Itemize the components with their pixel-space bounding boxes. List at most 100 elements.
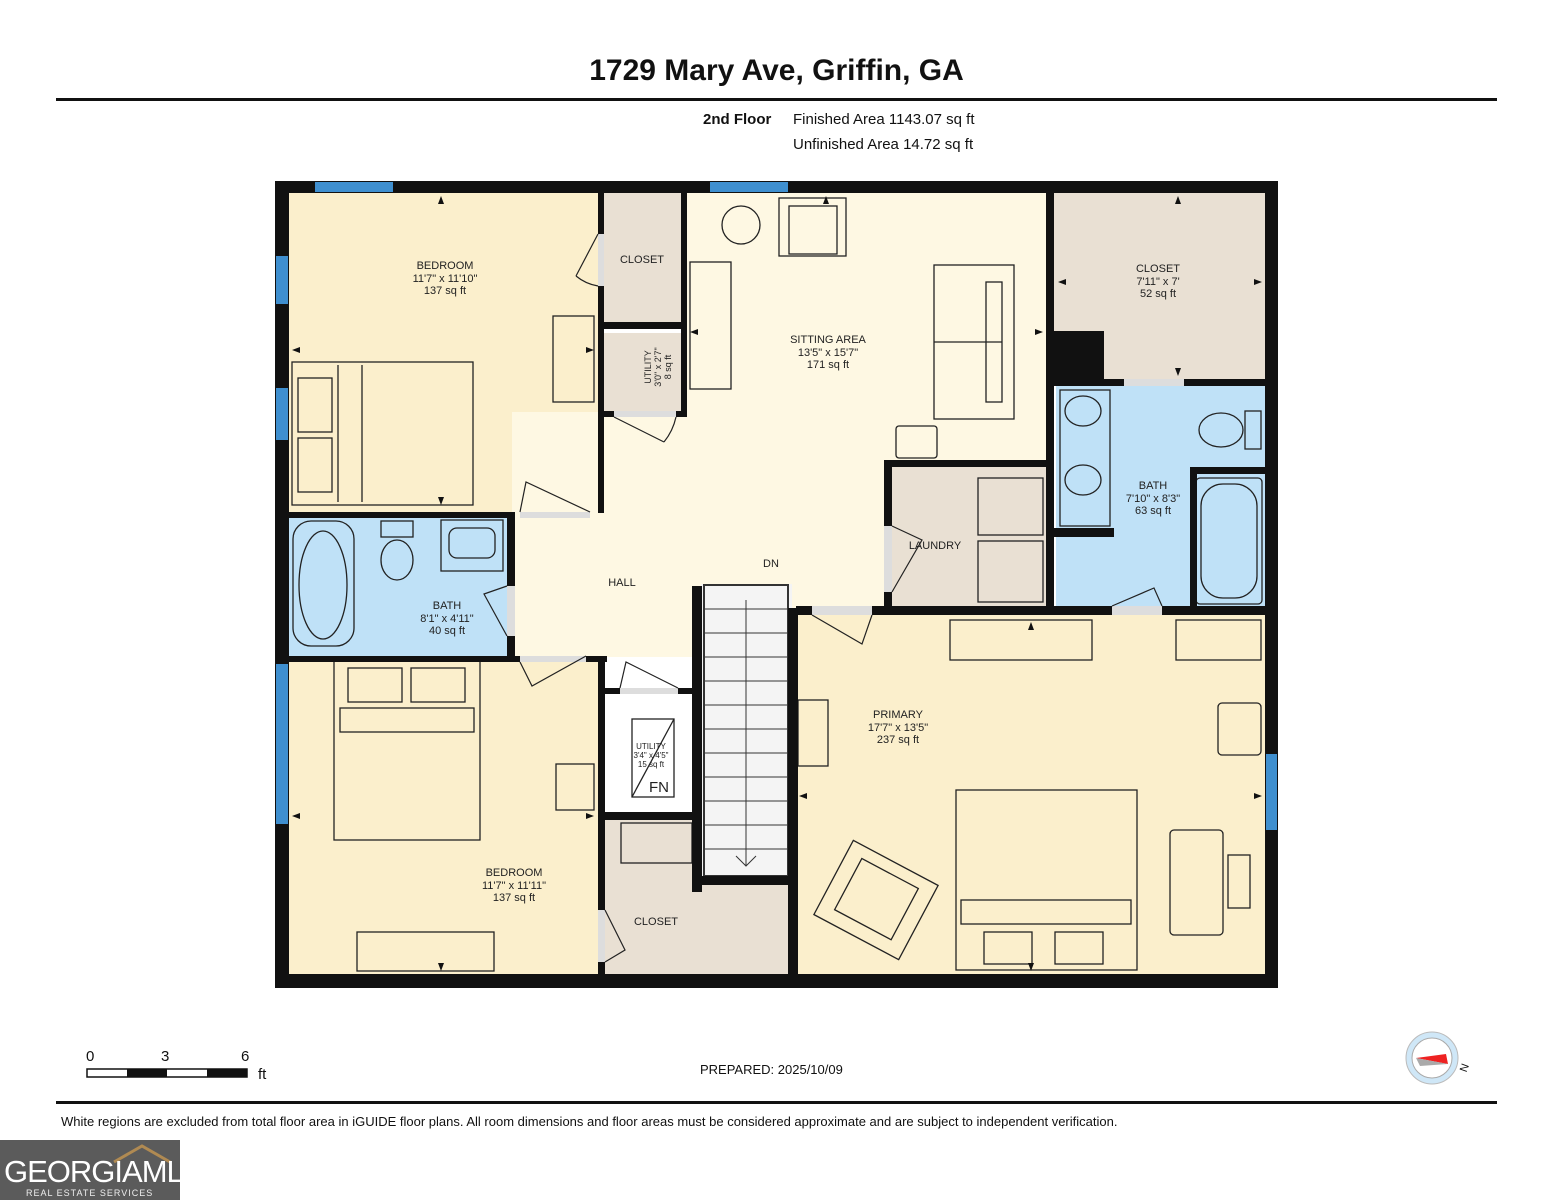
- room-area: 15 sq ft: [637, 760, 665, 769]
- room-name: CLOSET: [619, 254, 664, 266]
- nightstand-sw: [555, 763, 595, 811]
- furnace-label: FN: [649, 779, 669, 796]
- dresser-primary: [949, 619, 1093, 661]
- logo-subtext: REAL ESTATE SERVICES: [26, 1188, 154, 1198]
- room-label-bedroom-sw: BEDROOM 11'7" x 11'11" 137 sq ft: [454, 867, 574, 905]
- floor-name: 2nd Floor: [703, 111, 772, 128]
- room-name: BEDROOM: [416, 260, 474, 272]
- room-dims: 3'0" x 2'7": [653, 347, 663, 387]
- room-label-utility-mid: UTILITY 3'4" x 4'5" 15 sq ft: [613, 742, 689, 769]
- plan-title: 1729 Mary Ave, Griffin, GA: [589, 54, 964, 87]
- utility-mid-fill: [604, 694, 692, 812]
- room-name: UTILITY: [643, 350, 653, 384]
- compass-icon: [1405, 1031, 1459, 1085]
- vanity-e: [1059, 389, 1111, 527]
- room-name: BEDROOM: [485, 867, 543, 879]
- room-label-sitting: SITTING AREA 13'5" x 15'7" 171 sq ft: [768, 334, 888, 372]
- scale-tick-3: 3: [161, 1048, 170, 1065]
- room-label-utility-small: UTILITY 3'0" x 2'7" 8 sq ft: [643, 317, 673, 417]
- prepared-date: PREPARED: 2025/10/09: [700, 1062, 843, 1077]
- room-area: 237 sq ft: [876, 734, 920, 746]
- room-name: BATH: [432, 600, 462, 612]
- scale-tick-6: 6: [241, 1048, 250, 1065]
- room-area: 40 sq ft: [428, 625, 466, 637]
- furniture: [291, 197, 1263, 972]
- round-table: [721, 205, 761, 245]
- room-dims: 7'11" x 7': [1136, 275, 1180, 288]
- utility-small-fill: [603, 333, 681, 411]
- scale-tick-0: 0: [86, 1048, 95, 1065]
- room-name: UTILITY: [636, 742, 666, 751]
- room-name: SITTING AREA: [790, 334, 866, 346]
- chair-sitting: [778, 197, 847, 257]
- room-area: 52 sq ft: [1139, 288, 1177, 300]
- desk-primary: [1169, 829, 1224, 936]
- room-label-bath-e: BATH 7'10" x 8'3" 63 sq ft: [1103, 480, 1203, 518]
- room-name: BATH: [1138, 480, 1168, 492]
- room-name: LAUNDRY: [908, 540, 962, 552]
- room-name: CLOSET: [633, 916, 678, 928]
- room-dims: 8'1" x 4'11": [420, 612, 474, 625]
- armchair-primary: [813, 839, 939, 961]
- room-fills: [289, 193, 1265, 974]
- desk-nw: [552, 315, 595, 403]
- room-name: CLOSET: [1135, 263, 1180, 275]
- room-name: DN: [763, 558, 779, 570]
- room-label-closet-nw: CLOSET: [602, 254, 682, 267]
- header-rule: [56, 98, 1497, 101]
- ottoman: [895, 425, 938, 459]
- furnace-tag: FN: [638, 780, 680, 796]
- room-label-closet-s: CLOSET: [616, 916, 696, 929]
- dryer: [977, 540, 1044, 603]
- room-label-closet-ne: CLOSET 7'11" x 7' 52 sq ft: [1098, 263, 1218, 301]
- nightstand-primary: [1217, 702, 1262, 756]
- bedroom-sw-fill: [289, 660, 600, 974]
- footer-rule: [56, 1101, 1497, 1104]
- washer: [977, 477, 1044, 536]
- bath-e-fill: [1056, 386, 1265, 606]
- scale-unit: ft: [258, 1066, 267, 1083]
- primary-fill: [796, 614, 1265, 974]
- disclaimer: White regions are excluded from total fl…: [61, 1114, 1118, 1129]
- laundry-fill: [892, 467, 1046, 607]
- dresser-sw: [356, 931, 495, 972]
- room-label-bedroom-nw: BEDROOM 11'7" x 11'10" 137 sq ft: [385, 260, 505, 298]
- utility-mid-unit: [631, 718, 675, 798]
- room-dims: 11'7" x 11'11": [482, 879, 546, 892]
- room-label-hall: HALL: [592, 577, 652, 590]
- room-dims: 3'4" x 4'5": [633, 751, 669, 760]
- windows: [276, 182, 1277, 830]
- room-label-bath-w: BATH 8'1" x 4'11" 40 sq ft: [397, 600, 497, 638]
- room-dims: 7'10" x 8'3": [1125, 492, 1181, 505]
- dimension-arrows: [292, 196, 1262, 971]
- unfinished-area: Unfinished Area 14.72 sq ft: [793, 136, 974, 153]
- cabinet-sitting: [689, 261, 732, 390]
- tub-w: [292, 520, 355, 647]
- room-name: HALL: [608, 577, 636, 589]
- room-area: 63 sq ft: [1134, 505, 1172, 517]
- scale-bar: [86, 1068, 248, 1078]
- room-dims: 13'5" x 15'7": [797, 346, 859, 359]
- logo-roof-icon: [113, 1144, 171, 1164]
- toilet-w: [380, 539, 414, 581]
- closet-nw-fill: [603, 193, 681, 322]
- room-area: 171 sq ft: [806, 359, 850, 371]
- doors: [483, 233, 1184, 963]
- room-dims: 17'7" x 13'5": [867, 721, 929, 734]
- room-area: 137 sq ft: [423, 285, 467, 297]
- bed-nw: [291, 361, 474, 506]
- room-label-laundry: LAUNDRY: [898, 540, 972, 553]
- bed-primary: [955, 789, 1138, 971]
- room-dims: 11'7" x 11'10": [412, 272, 478, 285]
- stairs-down-label: DN: [751, 558, 791, 571]
- logo-text: GEORGIAMLS: [4, 1154, 203, 1189]
- room-area: 8 sq ft: [663, 354, 673, 380]
- room-area: 137 sq ft: [492, 892, 536, 904]
- room-label-primary: PRIMARY 17'7" x 13'5" 237 sq ft: [838, 709, 958, 747]
- georgia-mls-logo: GEORGIAMLS REAL ESTATE SERVICES: [0, 1140, 203, 1200]
- sink-w: [440, 519, 504, 572]
- room-name: PRIMARY: [873, 709, 923, 721]
- toilet-e: [1198, 412, 1244, 448]
- dresser-primary-2: [1175, 619, 1262, 661]
